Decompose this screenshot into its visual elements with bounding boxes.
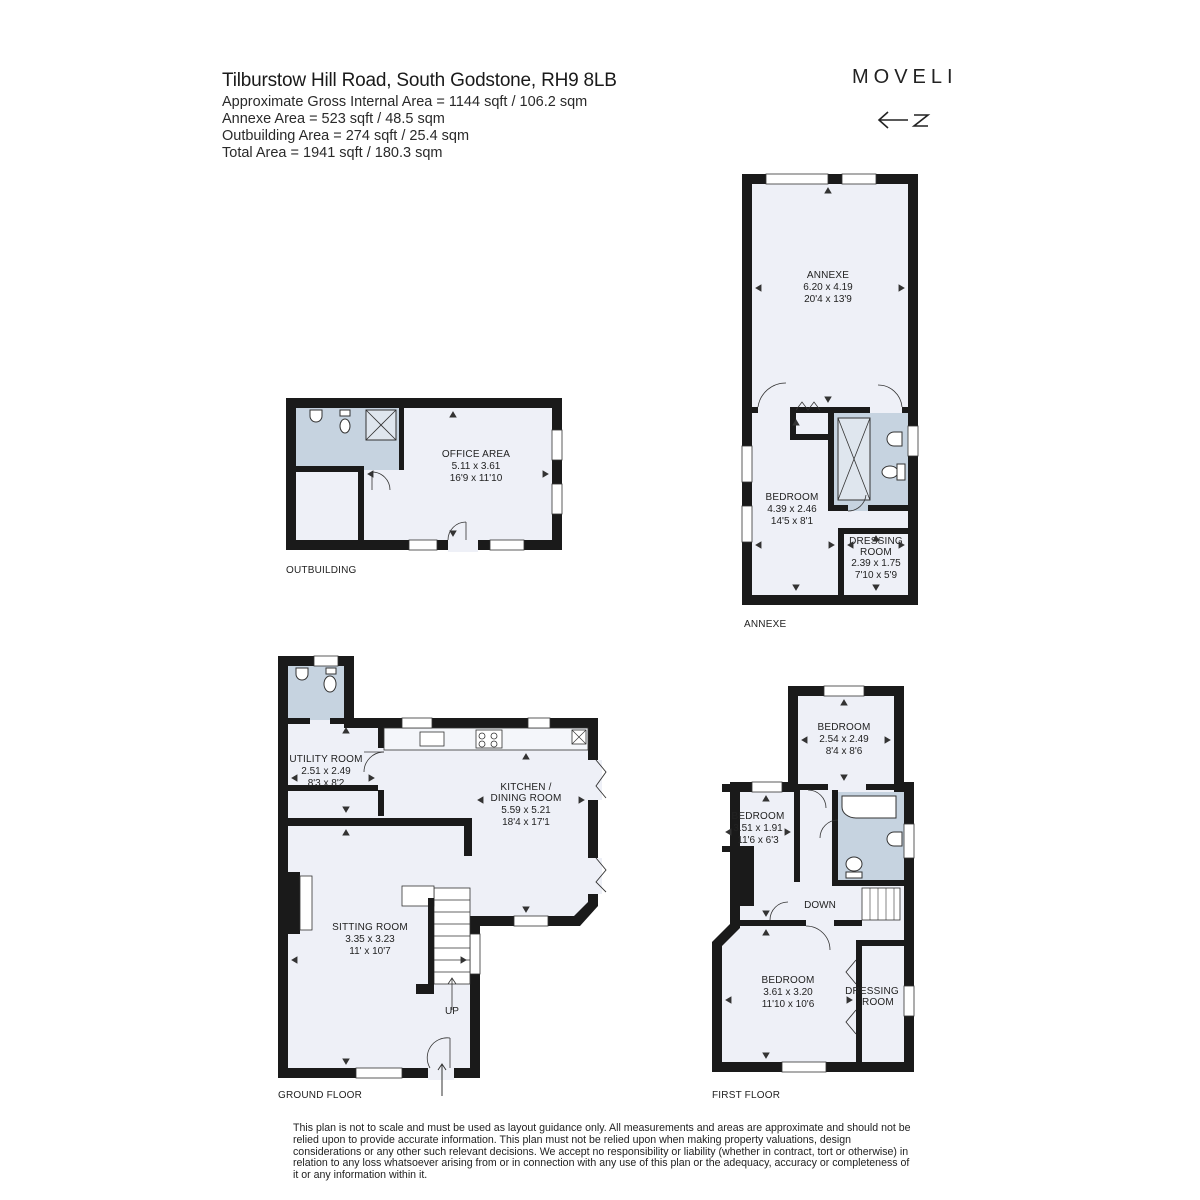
first-dressing-label-1: DRESSING xyxy=(845,986,899,997)
utility-room-label: UTILITY ROOM xyxy=(289,754,362,765)
first-bedroom-left-imperial: 11'6 x 6'3 xyxy=(737,835,779,846)
first-bedroom-main-imperial: 11'10 x 10'6 xyxy=(762,999,815,1010)
brand-logo: MOVELI xyxy=(852,66,958,88)
ground-floor-plan: UP UTILITY ROOM 2.51 x 2.49 8'3 x 8'2 KI… xyxy=(278,655,607,1096)
first-bedroom-top-imperial: 8'4 x 8'6 xyxy=(826,746,863,757)
plan-disclaimer: This plan is not to scale and must be us… xyxy=(293,1122,911,1182)
first-floor-plan: DOWN BEDROOM 2.54 x 2.49 8'4 x 8'6 BEDRO… xyxy=(712,685,915,1073)
first-bedroom-left-label: BEDROOM xyxy=(731,811,784,822)
first-bedroom-left-metric: 3.51 x 1.91 xyxy=(733,823,783,834)
sitting-room-imperial: 11' x 10'7 xyxy=(349,946,391,957)
first-bedroom-top-metric: 2.54 x 2.49 xyxy=(819,734,869,745)
ground-stairs-up-label: UP xyxy=(445,1006,459,1017)
plan-header: Tilburstow Hill Road, South Godstone, RH… xyxy=(222,68,617,162)
outbuilding-plan: OFFICE AREA 5.11 x 3.61 16'9 x 11'10 xyxy=(286,398,563,552)
annexe-floor-label: ANNEXE xyxy=(744,619,786,630)
dimension-markers xyxy=(291,187,905,1065)
utility-room-metric: 2.51 x 2.49 xyxy=(301,766,351,777)
utility-room-imperial: 8'3 x 8'2 xyxy=(308,778,345,789)
first-bedroom-main-metric: 3.61 x 3.20 xyxy=(763,987,813,998)
annexe-dressing-metric: 2.39 x 1.75 xyxy=(851,558,901,569)
annexe-bedroom-label: BEDROOM xyxy=(765,492,818,503)
annexe-bedroom-metric: 4.39 x 2.46 xyxy=(767,504,817,515)
annexe-dressing-imperial: 7'10 x 5'9 xyxy=(855,570,898,581)
annexe-room-imperial: 20'4 x 13'9 xyxy=(804,294,852,305)
annexe-dressing-label-1: DRESSING xyxy=(849,536,903,547)
total-area: Total Area = 1941 sqft / 180.3 sqm xyxy=(222,145,443,161)
north-arrow-icon xyxy=(877,111,931,129)
gross-internal-area: Approximate Gross Internal Area = 1144 s… xyxy=(222,94,588,110)
kitchen-metric: 5.59 x 5.21 xyxy=(501,805,551,816)
first-bedroom-top-label: BEDROOM xyxy=(817,722,870,733)
kitchen-label-2: DINING ROOM xyxy=(490,793,561,804)
first-bedroom-main-label: BEDROOM xyxy=(761,975,814,986)
sitting-room-label: SITTING ROOM xyxy=(332,922,408,933)
first-floor-label: FIRST FLOOR xyxy=(712,1090,780,1101)
office-area-label: OFFICE AREA xyxy=(442,449,510,460)
annexe-room-metric: 6.20 x 4.19 xyxy=(803,282,853,293)
sitting-room-metric: 3.35 x 3.23 xyxy=(345,934,395,945)
annexe-room-label: ANNEXE xyxy=(807,270,849,281)
annexe-plan: ANNEXE 6.20 x 4.19 20'4 x 13'9 BEDROOM 4… xyxy=(741,173,919,605)
annexe-dressing-label-2: ROOM xyxy=(860,547,892,558)
kitchen-label-1: KITCHEN / xyxy=(500,782,551,793)
annexe-bedroom-imperial: 14'5 x 8'1 xyxy=(771,516,814,527)
first-dressing-label-2: ROOM xyxy=(862,997,894,1008)
property-address: Tilburstow Hill Road, South Godstone, RH… xyxy=(222,70,617,91)
outbuilding-floor-label: OUTBUILDING xyxy=(286,565,357,576)
first-stairs-down-label: DOWN xyxy=(804,900,836,911)
office-area-metric: 5.11 x 3.61 xyxy=(452,461,501,472)
outbuilding-area: Outbuilding Area = 274 sqft / 25.4 sqm xyxy=(222,128,470,144)
annexe-area: Annexe Area = 523 sqft / 48.5 sqm xyxy=(222,111,445,127)
office-area-imperial: 16'9 x 11'10 xyxy=(450,473,503,484)
ground-floor-label: GROUND FLOOR xyxy=(278,1090,362,1101)
kitchen-imperial: 18'4 x 17'1 xyxy=(502,817,550,828)
